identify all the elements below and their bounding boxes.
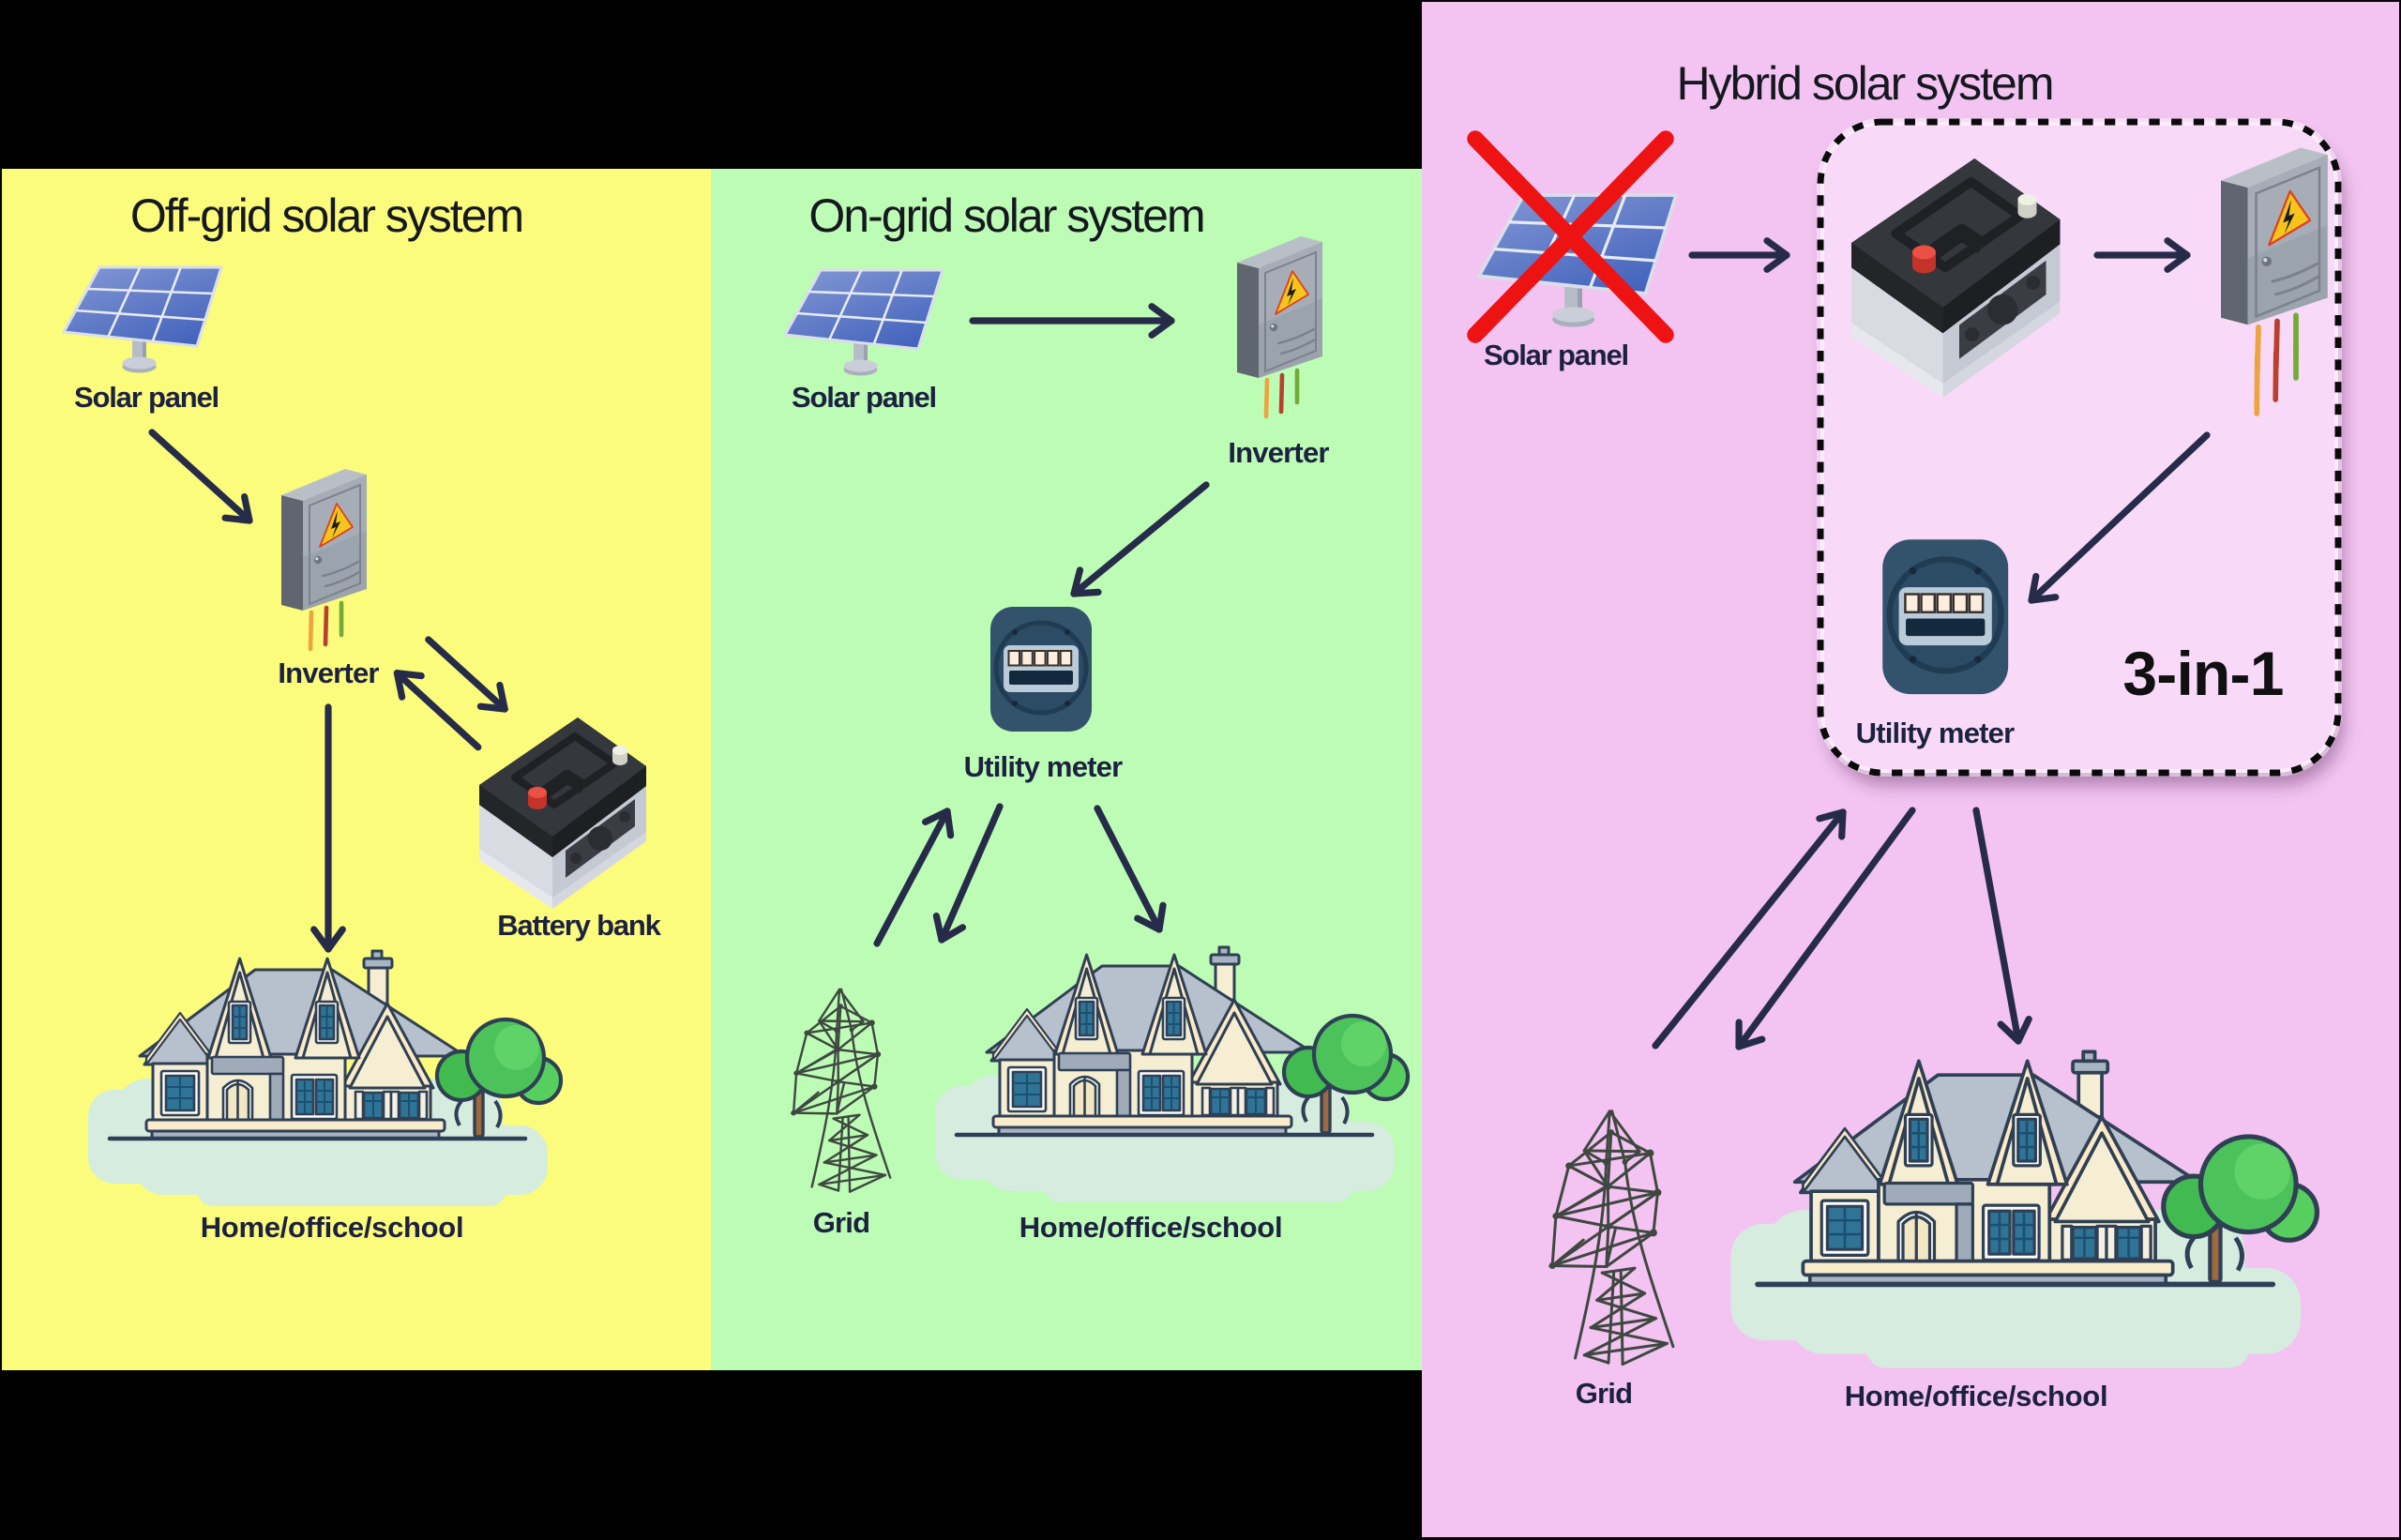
svg-text:Utility meter: Utility meter [964, 750, 1123, 783]
svg-text:Inverter: Inverter [1228, 436, 1329, 469]
svg-text:On-grid solar system: On-grid solar system [808, 189, 1203, 242]
svg-text:Home/office/school: Home/office/school [201, 1211, 464, 1244]
svg-text:Grid: Grid [1576, 1377, 1633, 1410]
svg-text:Home/office/school: Home/office/school [1019, 1211, 1283, 1244]
svg-text:Solar panel: Solar panel [792, 381, 936, 414]
svg-text:Solar panel: Solar panel [74, 381, 219, 414]
svg-text:3-in-1: 3-in-1 [2122, 639, 2283, 708]
svg-text:Inverter: Inverter [278, 657, 379, 689]
svg-text:Solar panel: Solar panel [1484, 339, 1628, 371]
svg-text:Home/office/school: Home/office/school [1845, 1380, 2108, 1412]
svg-text:Battery bank: Battery bank [497, 909, 661, 942]
svg-text:Utility meter: Utility meter [1856, 717, 2015, 749]
svg-text:Grid: Grid [813, 1206, 870, 1239]
svg-text:Hybrid solar system: Hybrid solar system [1677, 57, 2053, 110]
svg-text:Off-grid solar system: Off-grid solar system [130, 189, 522, 242]
